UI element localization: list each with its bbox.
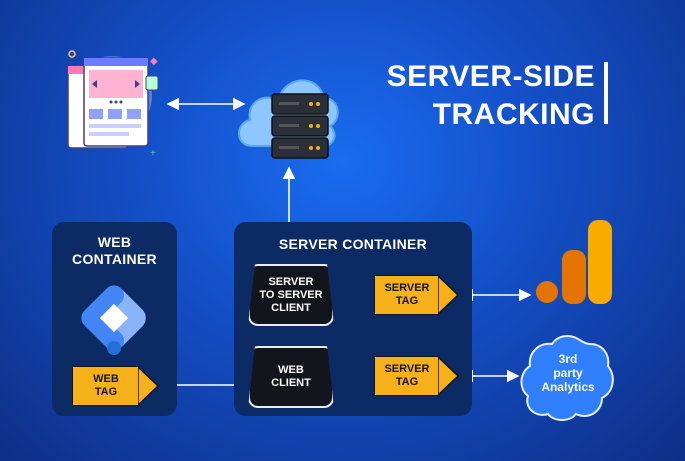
server-tag-2-body: SERVER TAG (374, 356, 440, 396)
web-tag-arrow-tip (138, 366, 160, 406)
google-analytics-logo-icon (536, 220, 612, 304)
web-tag-body: WEB TAG (72, 366, 140, 406)
title-line-1: SERVER-SIDE (386, 60, 595, 93)
client1-line-1: SERVER (268, 275, 314, 288)
server-tag-2: SERVER TAG (374, 356, 460, 396)
web-container-title-line-1: WEB (97, 234, 132, 250)
server-tag-1-body: SERVER TAG (374, 275, 440, 315)
server-to-server-client-box: SERVER TO SERVER CLIENT (248, 264, 334, 326)
title-line-2: TRACKING (432, 98, 595, 131)
google-tag-manager-logo-icon (81, 285, 146, 355)
server-tag-2-line-1: SERVER (384, 363, 430, 375)
web-container-title-line-2: CONTAINER (72, 251, 157, 267)
server-tag-1-line-1: SERVER (384, 282, 430, 294)
server-tag-1-arrow-tip (438, 275, 460, 315)
svg-text:◆: ◆ (150, 56, 158, 67)
server-tag-1: SERVER TAG (374, 275, 460, 315)
third-party-analytics-label: 3rd party Analytics (518, 352, 618, 394)
client1-line-2: TO SERVER (259, 288, 323, 301)
client1-line-3: CLIENT (271, 301, 311, 314)
third-party-analytics-badge (520, 334, 614, 421)
svg-text:+: + (150, 148, 156, 156)
client2-line-2: CLIENT (271, 377, 311, 389)
web-client-box: WEB CLIENT (248, 346, 334, 408)
web-container-title: WEB CONTAINER (52, 234, 177, 268)
server-stack-icon (271, 93, 329, 159)
server-tag-2-line-2: TAG (395, 376, 419, 388)
page-title: SERVER-SIDE TRACKING (350, 58, 595, 134)
title-divider (604, 62, 608, 124)
third-party-line-2: party (553, 366, 583, 380)
third-party-line-1: 3rd (558, 352, 578, 366)
server-tag-1-line-2: TAG (395, 295, 419, 307)
website-illustration-icon: ◆ + (67, 50, 159, 156)
web-tag-label-line-1: WEB (93, 373, 119, 385)
web-tag: WEB TAG (72, 366, 160, 406)
client2-line-1: WEB (278, 364, 304, 376)
cloud-server-icon (238, 79, 339, 159)
server-tag-2-arrow-tip (438, 356, 460, 396)
web-tag-label-line-2: TAG (94, 386, 118, 398)
server-container-title: SERVER CONTAINER (278, 236, 428, 252)
third-party-line-3: Analytics (541, 380, 595, 394)
